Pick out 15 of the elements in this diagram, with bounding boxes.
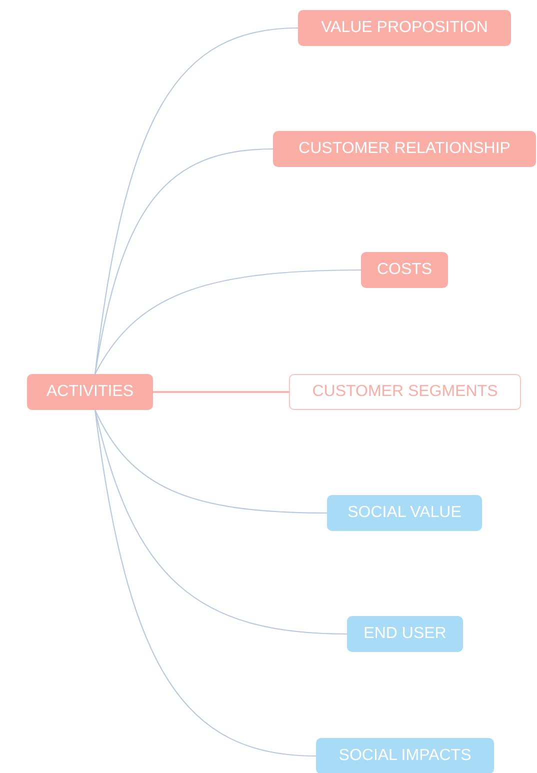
connector-line [94,410,316,757]
topic-box: CUSTOMER SEGMENTS [289,374,521,410]
topic-box: ACTIVITIES [27,374,153,410]
topic-box: SOCIAL IMPACTS [316,738,494,773]
topic-box: CUSTOMER RELATIONSHIP [273,131,536,167]
connector-line [94,27,298,374]
topic-box: COSTS [361,252,448,288]
connector-line [94,410,327,514]
connector-line [153,391,289,393]
topic-box: VALUE PROPOSITION [298,10,511,46]
connector-line [94,148,274,374]
topic-box: END USER [347,616,463,652]
connector-line [94,269,361,374]
topic-box: SOCIAL VALUE [327,495,482,531]
connector-line [94,410,348,635]
